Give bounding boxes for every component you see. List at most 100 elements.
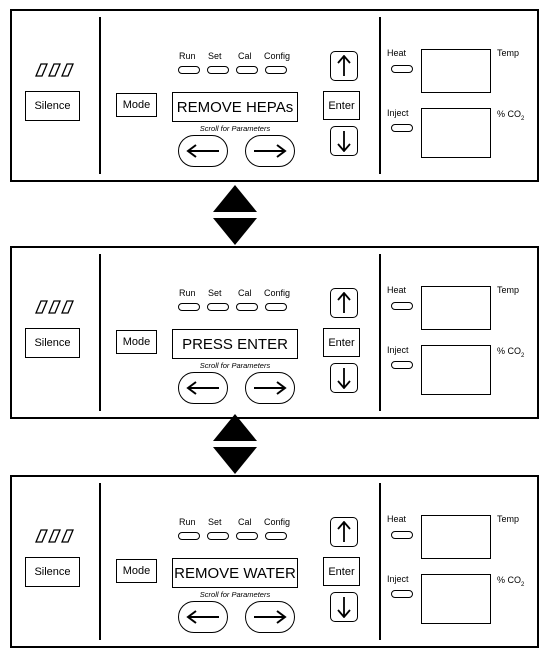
- message-display: REMOVE WATER: [172, 558, 298, 588]
- message-display: REMOVE HEPAs: [172, 92, 298, 122]
- config-label: Config: [264, 517, 291, 527]
- scroll-right-button[interactable]: [245, 372, 295, 404]
- co2-subscript: 2: [521, 115, 525, 122]
- arrow-down-icon: [337, 368, 351, 389]
- silence-button[interactable]: Silence: [25, 91, 80, 121]
- bidirectional-arrow-icon: [213, 414, 257, 474]
- co2-subscript: 2: [521, 352, 525, 359]
- scroll-right-button[interactable]: [245, 135, 295, 167]
- temp-readout: [421, 49, 491, 93]
- cal-label: Cal: [238, 51, 252, 61]
- arrow-up-icon: [337, 521, 351, 542]
- set-led: [207, 303, 229, 311]
- heat-indicator: [391, 531, 413, 539]
- scroll-left-button[interactable]: [178, 372, 228, 404]
- co2-label-text: % CO: [497, 109, 522, 119]
- cal-label: Cal: [238, 288, 252, 298]
- enter-button[interactable]: Enter: [323, 557, 360, 586]
- mode-button[interactable]: Mode: [116, 330, 157, 354]
- inject-label: Inject: [387, 345, 409, 355]
- enter-button[interactable]: Enter: [323, 328, 360, 357]
- arrow-right-icon: [254, 381, 287, 395]
- inject-indicator: [391, 124, 413, 132]
- bidirectional-arrow-icon: [213, 185, 257, 245]
- co2-label: % CO2: [497, 109, 524, 122]
- temp-label: Temp: [497, 514, 520, 524]
- co2-label-text: % CO: [497, 575, 522, 585]
- logo-icon: [35, 529, 74, 543]
- arrow-left-icon: [186, 610, 219, 624]
- inject-label: Inject: [387, 574, 409, 584]
- co2-readout: [421, 345, 491, 395]
- message-display: PRESS ENTER: [172, 329, 298, 359]
- down-button[interactable]: [330, 363, 358, 393]
- run-label: Run: [179, 288, 196, 298]
- up-button[interactable]: [330, 517, 358, 547]
- silence-button[interactable]: Silence: [25, 557, 80, 587]
- set-led: [207, 532, 229, 540]
- cal-led: [236, 66, 258, 74]
- scroll-caption: Scroll for Parameters: [199, 124, 271, 133]
- cal-led: [236, 532, 258, 540]
- inject-indicator: [391, 590, 413, 598]
- divider: [379, 254, 381, 411]
- set-led: [207, 66, 229, 74]
- config-led: [265, 303, 287, 311]
- scroll-right-button[interactable]: [245, 601, 295, 633]
- heat-label: Heat: [387, 48, 407, 58]
- run-label: Run: [179, 517, 196, 527]
- inject-indicator: [391, 361, 413, 369]
- co2-label: % CO2: [497, 346, 524, 359]
- divider: [379, 17, 381, 174]
- up-button[interactable]: [330, 51, 358, 81]
- co2-readout: [421, 574, 491, 624]
- set-label: Set: [208, 51, 222, 61]
- temp-label: Temp: [497, 48, 520, 58]
- run-led: [178, 532, 200, 540]
- arrow-left-icon: [186, 144, 219, 158]
- arrow-left-icon: [186, 381, 219, 395]
- run-led: [178, 66, 200, 74]
- co2-label-text: % CO: [497, 346, 522, 356]
- set-label: Set: [208, 517, 222, 527]
- config-led: [265, 66, 287, 74]
- config-label: Config: [264, 288, 291, 298]
- arrow-right-icon: [254, 610, 287, 624]
- cal-led: [236, 303, 258, 311]
- heat-indicator: [391, 302, 413, 310]
- arrow-up-icon: [337, 292, 351, 313]
- logo-icon: [35, 300, 74, 314]
- heat-indicator: [391, 65, 413, 73]
- divider: [99, 483, 101, 640]
- divider: [379, 483, 381, 640]
- down-button[interactable]: [330, 592, 358, 622]
- arrow-right-icon: [254, 144, 287, 158]
- run-label: Run: [179, 51, 196, 61]
- silence-button[interactable]: Silence: [25, 328, 80, 358]
- scroll-left-button[interactable]: [178, 135, 228, 167]
- heat-label: Heat: [387, 514, 407, 524]
- heat-label: Heat: [387, 285, 407, 295]
- arrow-down-icon: [337, 597, 351, 618]
- co2-label: % CO2: [497, 575, 524, 588]
- scroll-caption: Scroll for Parameters: [199, 361, 271, 370]
- temp-readout: [421, 515, 491, 559]
- temp-readout: [421, 286, 491, 330]
- enter-button[interactable]: Enter: [323, 91, 360, 120]
- arrow-up-icon: [337, 55, 351, 76]
- config-label: Config: [264, 51, 291, 61]
- scroll-caption: Scroll for Parameters: [199, 590, 271, 599]
- run-led: [178, 303, 200, 311]
- co2-subscript: 2: [521, 581, 525, 588]
- config-led: [265, 532, 287, 540]
- divider: [99, 17, 101, 174]
- up-button[interactable]: [330, 288, 358, 318]
- control-panel-3: Silence Mode Run Set Cal Config REMOVE W…: [10, 475, 539, 648]
- scroll-left-button[interactable]: [178, 601, 228, 633]
- down-button[interactable]: [330, 126, 358, 156]
- inject-label: Inject: [387, 108, 409, 118]
- control-panel-1: Silence Mode Run Set Cal Config REMOVE H…: [10, 9, 539, 182]
- set-label: Set: [208, 288, 222, 298]
- mode-button[interactable]: Mode: [116, 93, 157, 117]
- mode-button[interactable]: Mode: [116, 559, 157, 583]
